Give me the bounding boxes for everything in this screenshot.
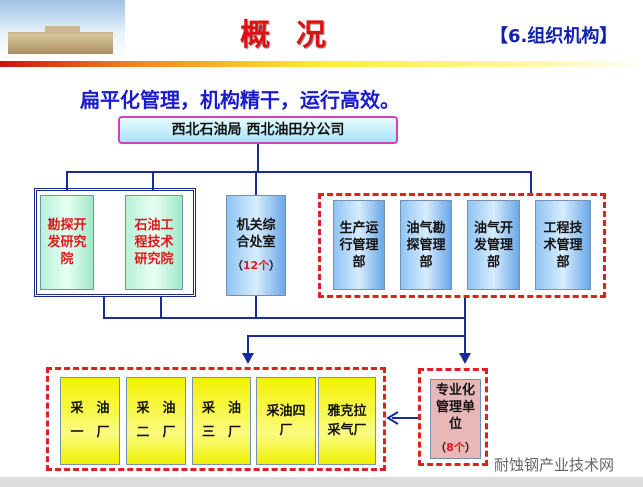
org-label: 油气勘探管理部 <box>406 220 446 270</box>
org-label: 油气开发管理部 <box>473 220 513 270</box>
org-box-plant: 雅克拉采气厂 <box>318 377 376 465</box>
page-title: 概况 <box>240 18 352 53</box>
org-box-research-1: 勘探开发研究院 <box>40 195 94 290</box>
connector <box>103 317 466 319</box>
connector <box>257 144 259 173</box>
connector <box>255 171 257 195</box>
org-label: 采油四厂 <box>266 404 306 438</box>
org-label: 采 油三 厂 <box>201 401 241 440</box>
connector <box>248 335 466 337</box>
org-label: 专业化管理单位 <box>435 383 475 432</box>
section-label: 【6.组织机构】 <box>490 26 618 47</box>
org-box-specialized: 专业化管理单位 （8个） <box>430 379 481 459</box>
header-stripe <box>0 61 643 67</box>
org-box-department: 油气开发管理部 <box>467 200 520 290</box>
org-box-plant: 采 油二 厂 <box>126 377 186 465</box>
org-count: 8个 <box>446 441 465 454</box>
connector <box>66 171 68 190</box>
org-box-plant: 采油四厂 <box>256 377 316 465</box>
org-box-plant: 采 油三 厂 <box>192 377 251 465</box>
connector <box>66 171 532 173</box>
arrow-left-icon <box>386 411 399 425</box>
org-count-wrapper: （8个） <box>435 441 476 454</box>
connector <box>255 296 257 319</box>
research-group <box>34 188 196 297</box>
building-image <box>45 26 80 34</box>
footer-bar <box>0 477 643 487</box>
org-count-wrapper: （12个） <box>231 259 281 272</box>
plants-group <box>46 367 386 471</box>
arrow-down-icon <box>459 353 471 364</box>
connector <box>152 171 154 190</box>
top-org-box: 西北石油局 西北油田分公司 <box>118 116 398 144</box>
connector <box>464 297 466 355</box>
slogan: 扁平化管理，机构精干，运行高效。 <box>80 88 400 112</box>
org-box-department: 生产运行管理部 <box>333 200 385 290</box>
building-image <box>8 32 113 54</box>
connector <box>103 296 105 319</box>
org-box-department: 工程技术管理部 <box>535 200 591 290</box>
specialized-group <box>418 368 488 466</box>
org-label: 勘探开发研究院 <box>47 218 87 267</box>
connector <box>247 335 249 355</box>
org-label: 采 油二 厂 <box>136 401 176 440</box>
org-box-admin: 机关综合处室 （12个） <box>226 195 286 296</box>
org-label: 生产运行管理部 <box>339 220 379 270</box>
connector <box>530 171 532 194</box>
org-label: 工程技术管理部 <box>543 220 583 270</box>
org-label: 机关综合处室 <box>236 218 276 250</box>
org-count: 12个 <box>242 259 270 272</box>
org-label: 采 油一 厂 <box>70 401 110 440</box>
org-label: 石油工程技术研究院 <box>134 218 174 267</box>
connector <box>160 296 162 319</box>
org-box-plant: 采 油一 厂 <box>60 377 120 465</box>
org-box-department: 油气勘探管理部 <box>400 200 452 290</box>
departments-group <box>318 193 606 298</box>
org-label: 雅克拉采气厂 <box>327 404 367 438</box>
arrow-down-icon <box>242 353 254 364</box>
watermark: 耐蚀钢产业技术网 <box>494 456 615 474</box>
org-box-research-2: 石油工程技术研究院 <box>125 195 183 290</box>
